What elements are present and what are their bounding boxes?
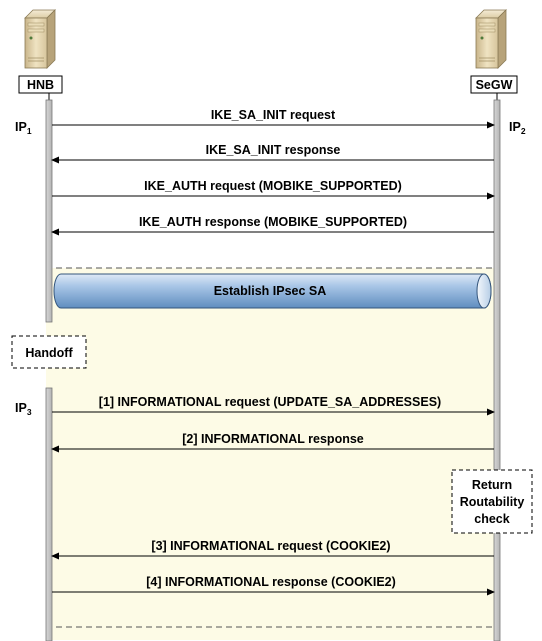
server-icon xyxy=(24,9,56,69)
msg-informational-3-label: [3] INFORMATIONAL request (COOKIE2) xyxy=(151,539,390,553)
return-routability-box xyxy=(451,469,533,534)
msg-informational-1-label: [1] INFORMATIONAL request (UPDATE_SA_ADD… xyxy=(99,395,441,409)
segw-label: SeGW xyxy=(476,78,513,92)
hnb-lifeline-upper xyxy=(45,99,53,323)
msg-informational-4-label: [4] INFORMATIONAL response (COOKIE2) xyxy=(146,575,396,589)
msg-ike-auth-response-label: IKE_AUTH response (MOBIKE_SUPPORTED) xyxy=(139,215,407,229)
tunnel-label: Establish IPsec SA xyxy=(214,284,327,298)
return-routability-line2: Routability xyxy=(460,495,525,509)
msg-ike-auth-request-label: IKE_AUTH request (MOBIKE_SUPPORTED) xyxy=(144,179,402,193)
mobike-region xyxy=(46,268,498,640)
hnb-label: HNB xyxy=(27,78,54,92)
ip3-label: IP3 xyxy=(15,401,32,417)
hnb-lifeline-lower xyxy=(45,387,53,641)
ipsec-tunnel-end xyxy=(476,273,492,309)
msg-ike-sa-init-response-label: IKE_SA_INIT response xyxy=(206,143,341,157)
segw-box xyxy=(470,75,518,94)
server-icon xyxy=(475,9,507,69)
ip1-label: IP1 xyxy=(15,120,32,136)
hnb-box xyxy=(18,75,63,94)
handoff-box xyxy=(11,335,87,369)
msg-informational-2-label: [2] INFORMATIONAL response xyxy=(182,432,364,446)
ip2-label: IP2 xyxy=(509,120,526,136)
return-routability-line3: check xyxy=(474,512,509,526)
return-routability-line1: Return xyxy=(472,478,512,492)
handoff-label: Handoff xyxy=(25,346,73,360)
segw-lifeline xyxy=(493,99,501,641)
msg-ike-sa-init-request-label: IKE_SA_INIT request xyxy=(211,108,336,122)
